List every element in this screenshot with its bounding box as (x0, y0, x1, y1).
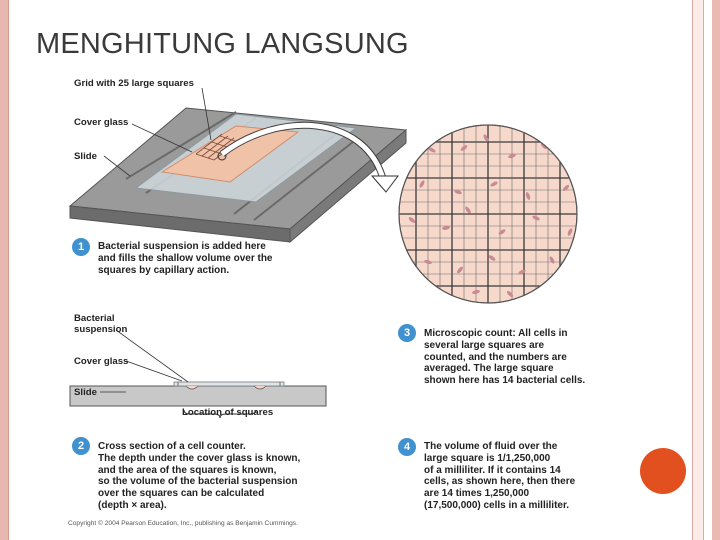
step-2-text: Cross section of a cell counter. The dep… (98, 441, 301, 511)
decorative-orange-circle (640, 448, 686, 494)
right-frame-fill (693, 0, 703, 540)
left-frame-stripe (0, 0, 9, 540)
right-frame-stripe (712, 0, 720, 540)
slide-title: MENGHITUNG LANGSUNG (36, 28, 409, 60)
label-cover-glass-top: Cover glass (74, 117, 129, 128)
label-cover-glass-cross: Cover glass (74, 356, 129, 367)
copyright-text: Copyright © 2004 Pearson Education, Inc.… (68, 520, 298, 527)
label-grid: Grid with 25 large squares (74, 78, 194, 89)
step-2-badge: 2 (72, 437, 90, 455)
label-slide-cross: Slide (74, 387, 97, 398)
cross-section-illustration (69, 381, 327, 419)
leader-lines-top (103, 87, 212, 177)
label-location-of-squares: Location of squares (182, 407, 274, 418)
step-4-badge: 4 (398, 438, 416, 456)
right-frame-line (692, 0, 693, 540)
label-slide-top: Slide (74, 151, 97, 162)
cell-counter-figure: Grid with 25 large squares Cover glass S… (66, 72, 622, 532)
step-3-badge: 3 (398, 324, 416, 342)
cell-counter-diagram (68, 87, 578, 419)
magnified-grid (398, 124, 578, 304)
right-frame-line (703, 0, 704, 540)
label-bacterial-suspension: Bacterial suspension (74, 313, 128, 336)
step-1-badge: 1 (72, 238, 90, 256)
step-4-text: The volume of fluid over the large squar… (424, 441, 576, 511)
step-1-text: Bacterial suspension is added here and f… (98, 241, 273, 276)
step-3-text: Microscopic count: All cells in several … (424, 328, 586, 387)
leader-lines-cross (100, 329, 189, 393)
